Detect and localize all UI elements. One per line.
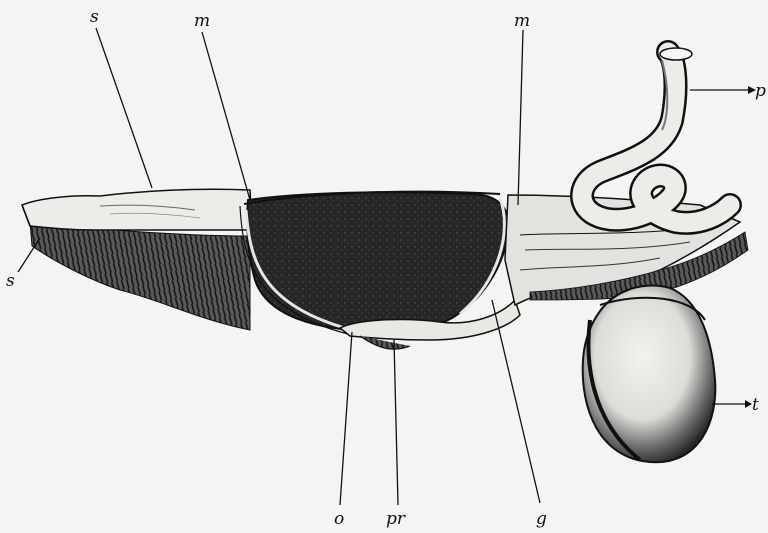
leader-m-right (518, 30, 523, 205)
fur-underside (30, 222, 250, 330)
label-s-left: s (6, 271, 15, 291)
tissue-strap (22, 189, 252, 230)
label-t: t (752, 395, 759, 415)
leader-m-left (202, 32, 250, 200)
leader-o (340, 332, 352, 505)
label-m-right: m (514, 11, 530, 31)
label-p: p (755, 81, 766, 101)
label-m-left: m (194, 11, 210, 31)
label-o: o (334, 509, 344, 529)
leader-pr (394, 340, 398, 505)
label-pr: pr (386, 509, 406, 529)
bulb-t (583, 286, 716, 463)
label-s-top: s (90, 7, 99, 27)
tube-opening (660, 48, 692, 60)
leader-g (492, 300, 540, 503)
leader-s-top (96, 28, 152, 188)
dark-sac (247, 192, 508, 331)
label-g: g (536, 509, 547, 529)
leader-s-left (18, 238, 40, 272)
